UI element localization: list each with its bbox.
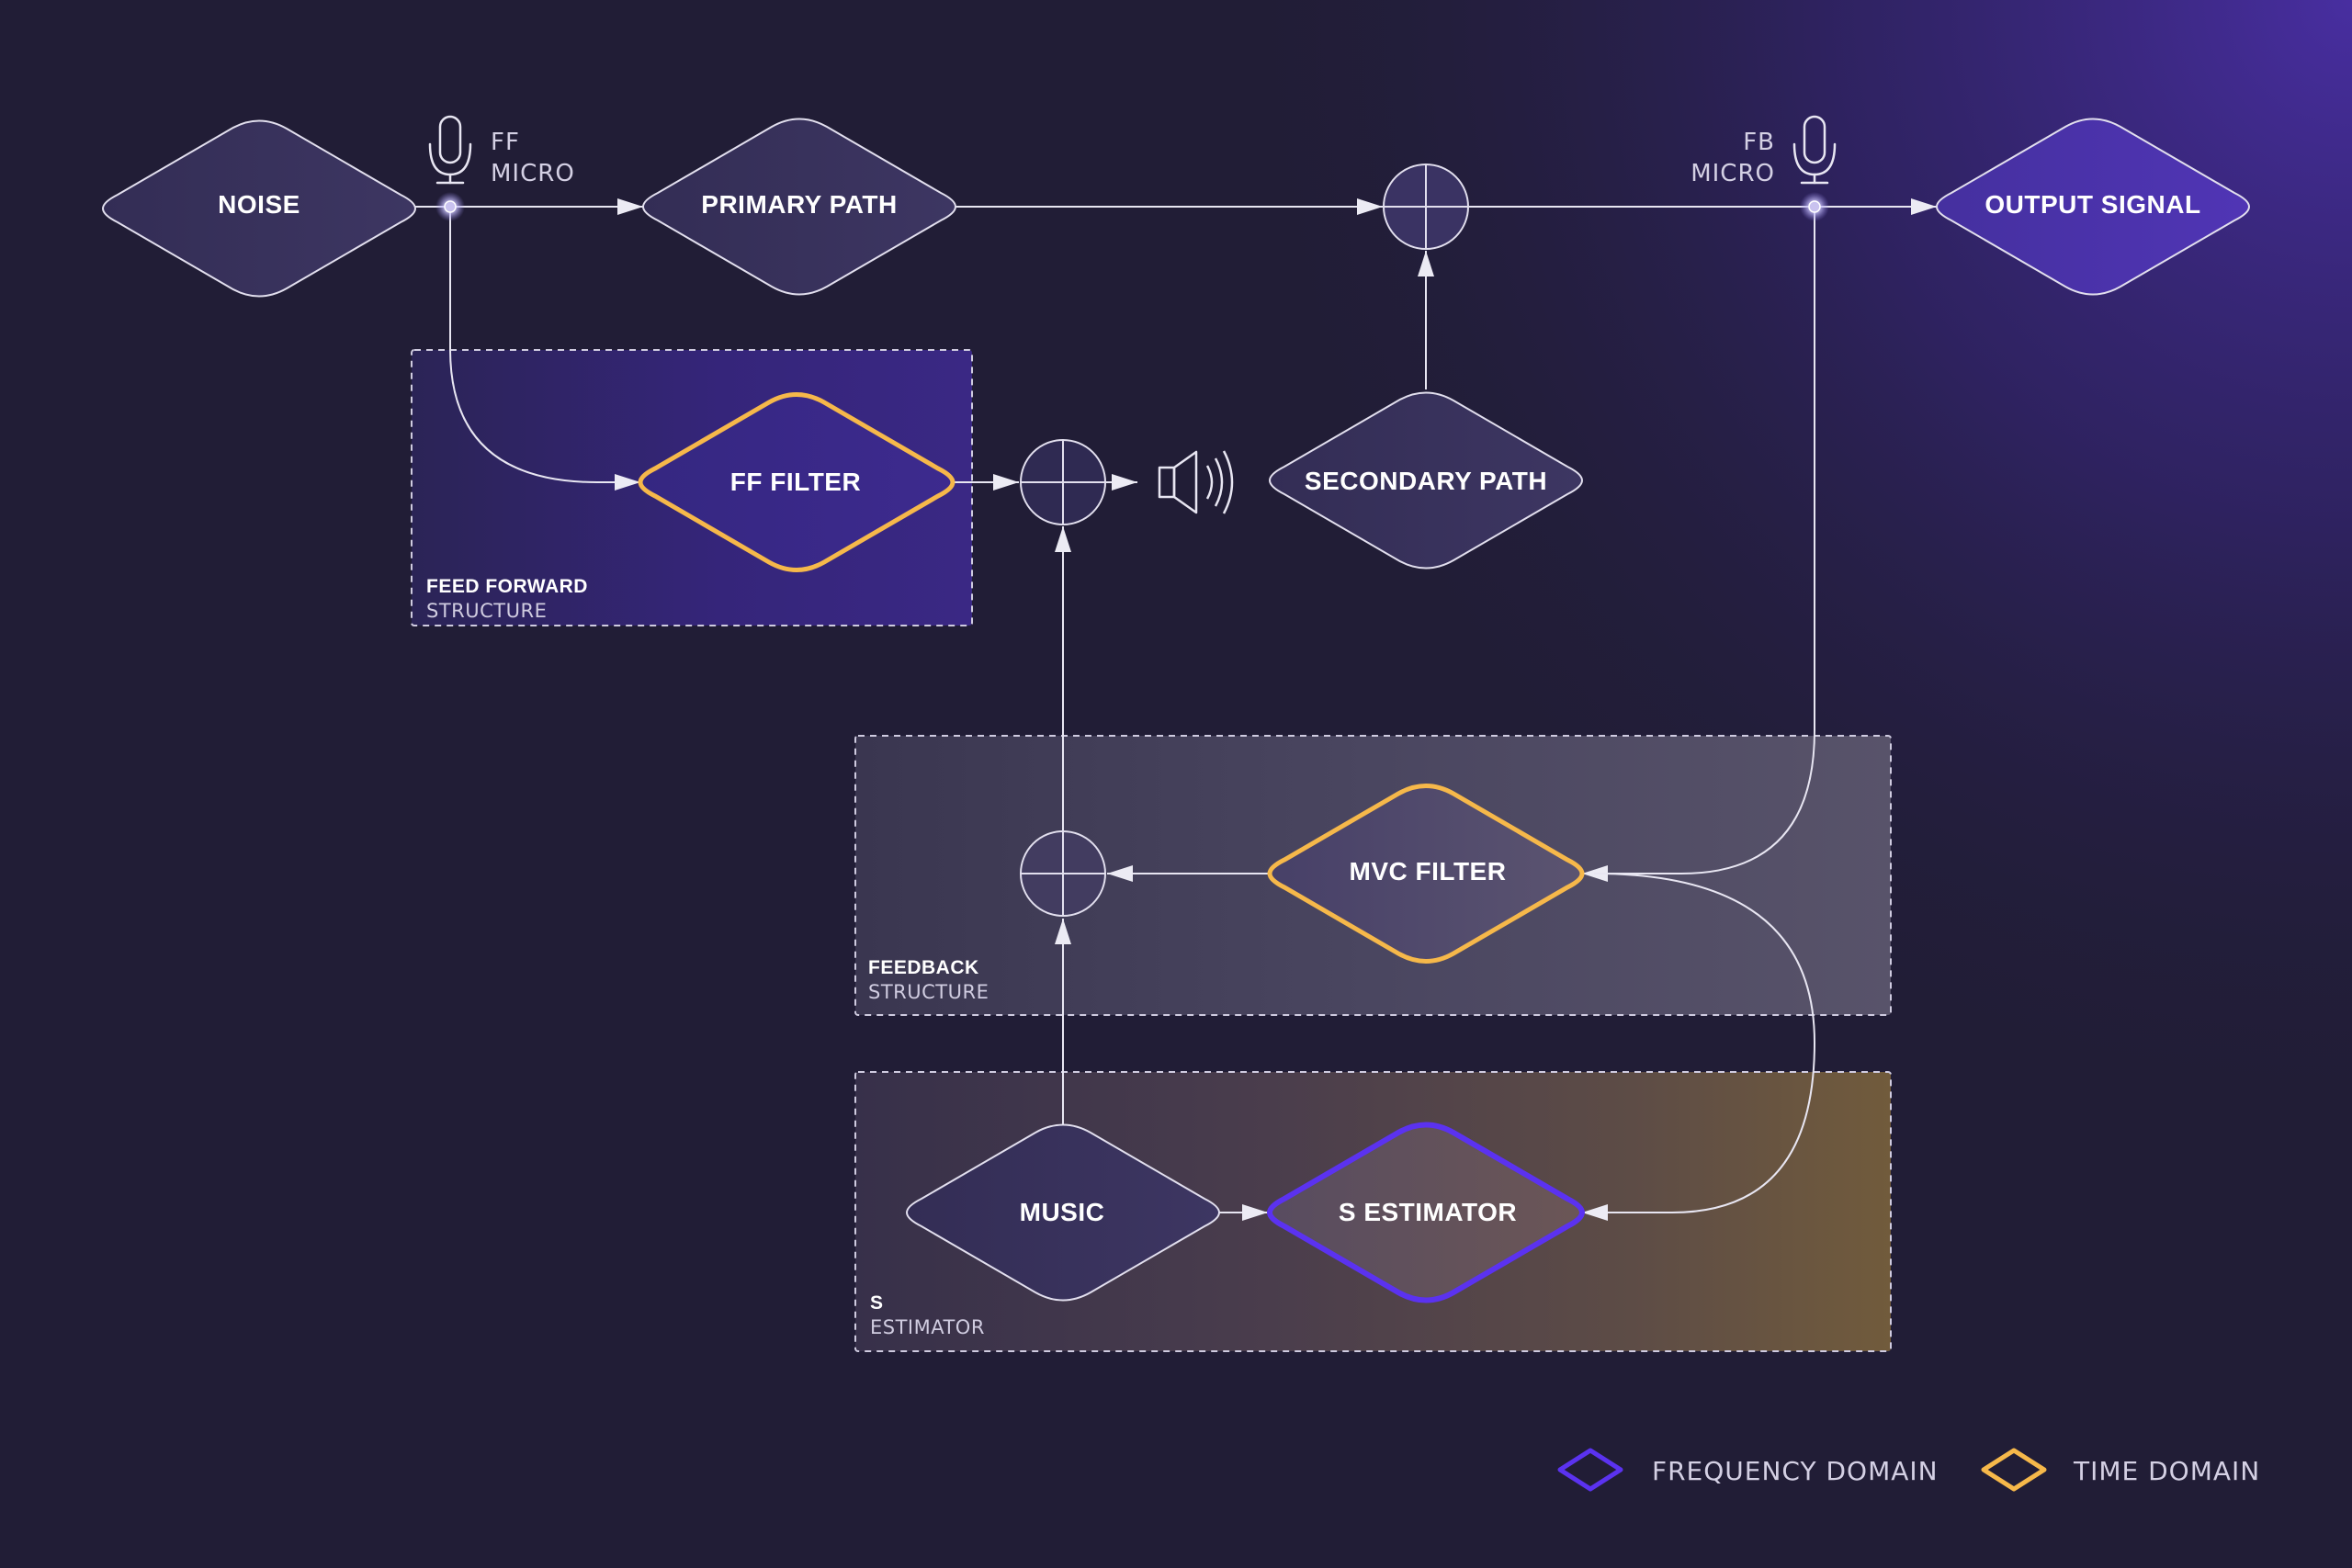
line-mvc-to-sestimator xyxy=(1582,873,1816,1221)
node-primary-path: PRIMARY PATH xyxy=(641,118,957,296)
feedback-group-title: FEEDBACK xyxy=(868,957,979,978)
line-ffmic-to-fffilter xyxy=(449,207,640,491)
node-mvc-filter-label: MVC FILTER xyxy=(1350,857,1507,886)
node-mvc-filter: MVC FILTER xyxy=(1267,784,1585,964)
legend-time-domain-label: TIME DOMAIN xyxy=(2073,1456,2260,1486)
legend-frequency-domain-swatch xyxy=(1557,1448,1623,1492)
node-primary-path-label: PRIMARY PATH xyxy=(701,190,897,219)
summing-junction-middle xyxy=(1020,439,1106,525)
line-fbmic-to-mvc xyxy=(1582,207,1815,882)
node-noise-label: NOISE xyxy=(218,190,300,219)
summing-junction-lower xyxy=(1020,830,1106,917)
ff-microphone xyxy=(428,115,472,185)
legend-time-domain-swatch xyxy=(1981,1448,2047,1492)
node-music-label: MUSIC xyxy=(1020,1198,1105,1226)
legend-frequency-domain: FREQUENCY DOMAIN xyxy=(1557,1448,1939,1492)
summing-junction-top xyxy=(1383,164,1469,250)
fb-microphone xyxy=(1792,115,1837,185)
ff-micro-label-line2: MICRO xyxy=(491,160,575,187)
node-secondary-path-label: SECONDARY PATH xyxy=(1305,467,1547,495)
s-estimator-group-title: S xyxy=(870,1292,884,1314)
s-estimator-group-subtitle: ESTIMATOR xyxy=(870,1316,985,1338)
node-secondary-path: SECONDARY PATH xyxy=(1268,391,1584,570)
node-output-signal: OUTPUT SIGNAL xyxy=(1935,118,2251,296)
fb-micro-dot xyxy=(1808,200,1821,213)
legend-frequency-domain-label: FREQUENCY DOMAIN xyxy=(1652,1456,1939,1486)
feedback-group-subtitle: STRUCTURE xyxy=(868,981,989,1003)
legend-time-domain: TIME DOMAIN xyxy=(1981,1448,2260,1492)
fb-micro-label-line2: MICRO xyxy=(1690,160,1775,187)
node-output-signal-label: OUTPUT SIGNAL xyxy=(1984,190,2200,219)
legend: FREQUENCY DOMAIN TIME DOMAIN xyxy=(1557,1448,2260,1492)
node-music: MUSIC xyxy=(905,1123,1221,1302)
feed-forward-group-subtitle: STRUCTURE xyxy=(426,600,547,622)
node-ff-filter: FF FILTER xyxy=(638,392,956,572)
ff-micro-label-line1: FF xyxy=(491,129,520,156)
connections xyxy=(415,198,1937,1221)
ff-micro-dot xyxy=(444,200,457,213)
feed-forward-group-title: FEED FORWARD xyxy=(426,576,588,597)
speaker-icon xyxy=(1158,450,1234,514)
node-ff-filter-label: FF FILTER xyxy=(730,468,861,496)
node-s-estimator-label: S ESTIMATOR xyxy=(1339,1198,1517,1226)
microphone-icon xyxy=(428,115,472,185)
node-noise: NOISE xyxy=(101,119,417,298)
fb-micro-label-line1: FB xyxy=(1743,129,1775,156)
node-s-estimator: S ESTIMATOR xyxy=(1266,1122,1586,1303)
microphone-icon xyxy=(1792,115,1837,185)
